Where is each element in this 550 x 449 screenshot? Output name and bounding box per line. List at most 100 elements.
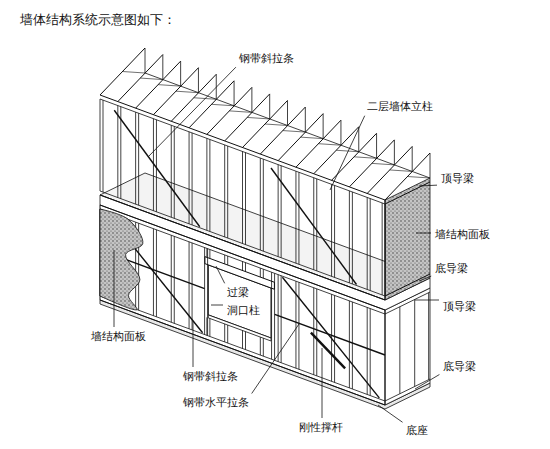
truss-web <box>390 170 413 172</box>
part-label: 钢带斜拉条 <box>182 370 239 383</box>
wall-panel <box>100 209 143 310</box>
cripple-stud <box>209 318 210 336</box>
upper-stud <box>316 179 317 271</box>
rafter <box>100 48 145 95</box>
upper-stud <box>331 184 332 276</box>
truss-web <box>229 111 252 113</box>
part-label: 墙结构面板 <box>434 228 491 241</box>
upper-stud <box>245 153 246 245</box>
upper-stud <box>156 120 157 212</box>
upper-stud <box>281 166 282 258</box>
cripple-stud <box>260 268 261 277</box>
rafter <box>207 87 252 134</box>
upper-stud <box>260 158 261 250</box>
title: 墙体结构系统示意图如下： <box>20 12 176 28</box>
diagonal-strap <box>282 277 379 398</box>
rafter <box>225 94 270 141</box>
rigid-brace <box>311 333 345 369</box>
wall-stud <box>171 235 172 322</box>
truss-web <box>269 94 270 119</box>
leader-line <box>193 321 194 367</box>
rafter <box>243 101 288 148</box>
truss-web <box>234 81 235 106</box>
leader-line <box>419 276 431 281</box>
side-stud <box>428 293 429 380</box>
diagonal-strap <box>271 168 357 285</box>
truss-web <box>247 117 269 119</box>
bottom-track <box>100 296 385 401</box>
part-label: 洞口柱 <box>226 304 261 317</box>
cripple-stud <box>245 332 246 350</box>
wall-stud <box>313 288 314 375</box>
upper-stud <box>224 145 225 237</box>
truss-web <box>323 114 324 139</box>
leader-line <box>114 250 115 327</box>
truss-web <box>305 107 306 132</box>
upper-stud <box>135 112 136 204</box>
part-label: 顶导梁 <box>442 300 477 313</box>
upper-stud <box>227 146 228 238</box>
upper-stud <box>382 203 383 295</box>
truss-web <box>376 133 377 158</box>
upper-stud <box>367 197 368 289</box>
leader-line <box>211 305 223 306</box>
rafter <box>171 74 216 121</box>
cripple-stud <box>227 325 228 343</box>
part-label: 底座 <box>405 424 429 437</box>
wall-corner <box>385 310 386 405</box>
side-bottom-track <box>385 379 430 401</box>
rafter <box>118 55 163 102</box>
wall-stud <box>278 275 279 362</box>
cripple-stud <box>260 337 261 355</box>
upper-stud <box>313 178 314 270</box>
cripple-stud <box>242 262 243 271</box>
truss-web <box>301 137 324 139</box>
back-top-track <box>145 73 430 178</box>
rafter <box>385 153 430 200</box>
side-stud <box>399 307 400 394</box>
wall-stud <box>370 309 371 396</box>
truss-web <box>287 101 288 126</box>
upper-stud <box>117 106 118 198</box>
part-label: 钢带水平拉条 <box>182 396 250 409</box>
opening-stud <box>204 248 205 335</box>
cripple-stud <box>224 324 225 342</box>
part-label: 二层墙体立柱 <box>366 100 434 113</box>
opening-stud <box>271 272 272 359</box>
diagonal-strap <box>114 110 200 227</box>
upper-stud <box>298 172 299 264</box>
upper-stud <box>206 138 207 230</box>
leader-line <box>148 67 236 157</box>
truss-web <box>198 68 199 93</box>
truss-web <box>158 85 181 87</box>
cripple-stud <box>263 338 264 356</box>
cripple-stud <box>263 269 264 278</box>
leader-line <box>330 116 365 190</box>
truss-web <box>412 146 413 171</box>
part-label: 钢带斜拉条 <box>238 52 295 65</box>
truss-web <box>318 144 341 146</box>
side-stud <box>414 299 415 386</box>
part-label: 墙结构面板 <box>90 330 147 343</box>
sill-track <box>208 315 271 341</box>
wall-corner <box>385 200 386 300</box>
part-label: 底导梁 <box>442 360 477 373</box>
leader-line <box>322 348 323 418</box>
truss-web <box>372 163 395 165</box>
truss-web <box>123 72 146 74</box>
upper-stud <box>138 113 139 205</box>
header-beam <box>205 257 275 290</box>
upper-stud <box>349 191 350 283</box>
truss-web <box>265 124 288 126</box>
upper-stud <box>174 126 175 218</box>
truss-web <box>354 157 377 159</box>
rafter <box>296 120 341 167</box>
cripple-stud <box>224 255 225 264</box>
leader-line <box>415 300 439 301</box>
leader-line <box>419 185 437 187</box>
upper-stud <box>370 199 371 291</box>
truss-web <box>145 48 146 73</box>
